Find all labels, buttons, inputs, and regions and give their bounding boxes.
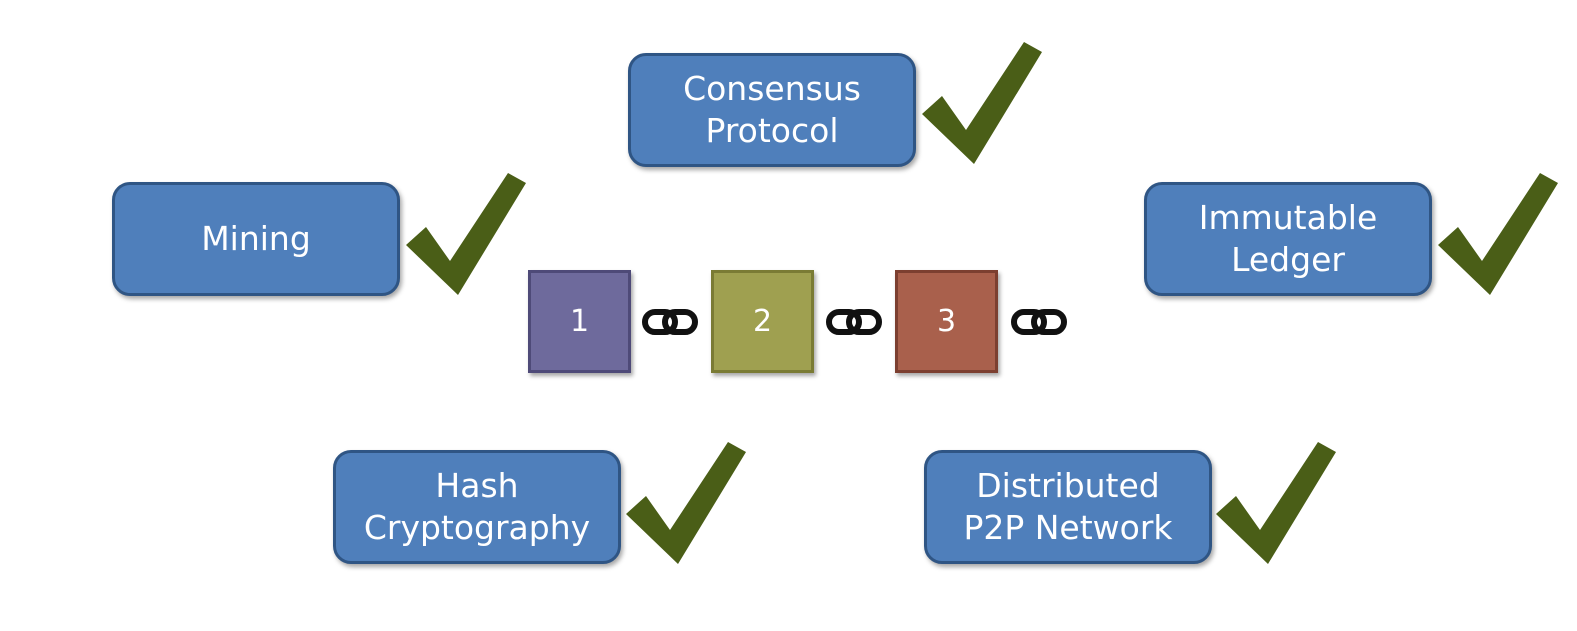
mining-label: Mining — [201, 219, 311, 258]
consensus-protocol-label-line2: Protocol — [705, 111, 839, 150]
checkmark-icon — [1216, 442, 1338, 564]
immutable-ledger-label-line2: Ledger — [1231, 240, 1345, 279]
hash-cryptography-label-line1: Hash — [435, 466, 519, 505]
checkmark-icon — [406, 173, 528, 295]
distributed-network-label-line1: Distributed — [976, 466, 1160, 505]
checkmark-icon — [1438, 173, 1560, 295]
hash-cryptography-label-line2: Cryptography — [363, 508, 591, 547]
immutable-ledger-box: Immutable Ledger — [1144, 182, 1432, 296]
block-1: 1 — [528, 270, 631, 373]
distributed-p2p-network-box: Distributed P2P Network — [924, 450, 1212, 564]
hash-cryptography-box: Hash Cryptography — [333, 450, 621, 564]
block-3: 3 — [895, 270, 998, 373]
consensus-protocol-box: Consensus Protocol — [628, 53, 916, 167]
mining-box: Mining — [112, 182, 400, 296]
chain-link-icon — [1011, 306, 1067, 338]
chain-link-icon — [642, 306, 698, 338]
chain-link-icon — [826, 306, 882, 338]
checkmark-icon — [922, 42, 1044, 164]
consensus-protocol-label-line1: Consensus — [683, 69, 861, 108]
block-3-label: 3 — [936, 304, 957, 339]
block-2: 2 — [711, 270, 814, 373]
block-1-label: 1 — [569, 304, 590, 339]
immutable-ledger-label-line1: Immutable — [1198, 198, 1378, 237]
checkmark-icon — [626, 442, 748, 564]
distributed-network-label-line2: P2P Network — [963, 508, 1173, 547]
block-2-label: 2 — [752, 304, 773, 339]
